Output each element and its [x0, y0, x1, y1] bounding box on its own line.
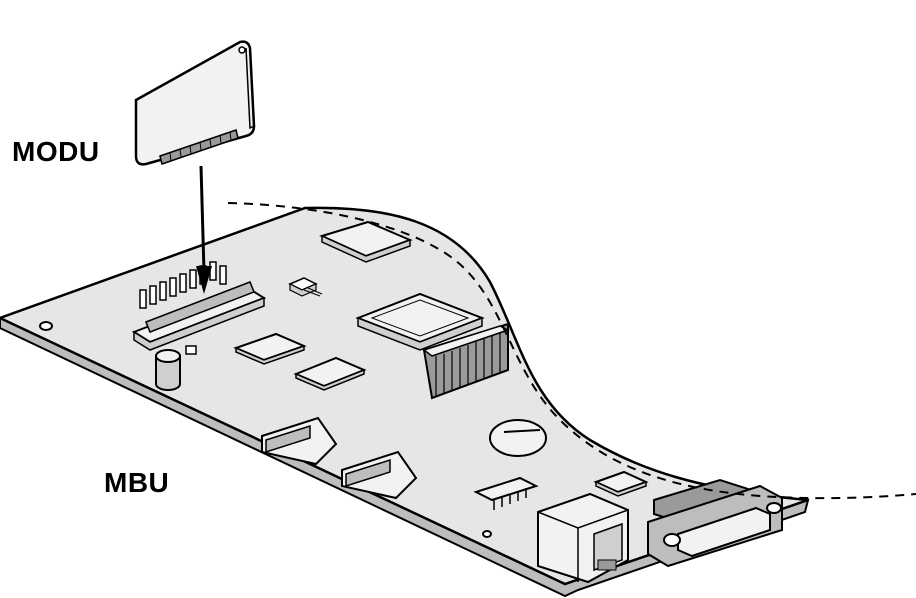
capacitor [155, 349, 181, 391]
module-card-icon [134, 40, 256, 166]
mounting-hole [482, 530, 492, 538]
rj45-jack [537, 492, 629, 584]
coin-battery [489, 419, 547, 457]
insert-arrow-icon [196, 165, 212, 294]
mounting-hole [39, 321, 53, 331]
module-label: MODU [12, 136, 100, 167]
module-slot-connector [131, 261, 267, 351]
dsub-connector [647, 478, 783, 568]
pin-connector [473, 476, 539, 510]
ribbon-header [422, 322, 510, 400]
edge-connector-2 [341, 450, 418, 500]
chips [185, 220, 649, 497]
cutaway-dashed-line [227, 202, 916, 500]
edge-connector-1 [261, 416, 338, 466]
board-label: MBU [104, 467, 170, 498]
